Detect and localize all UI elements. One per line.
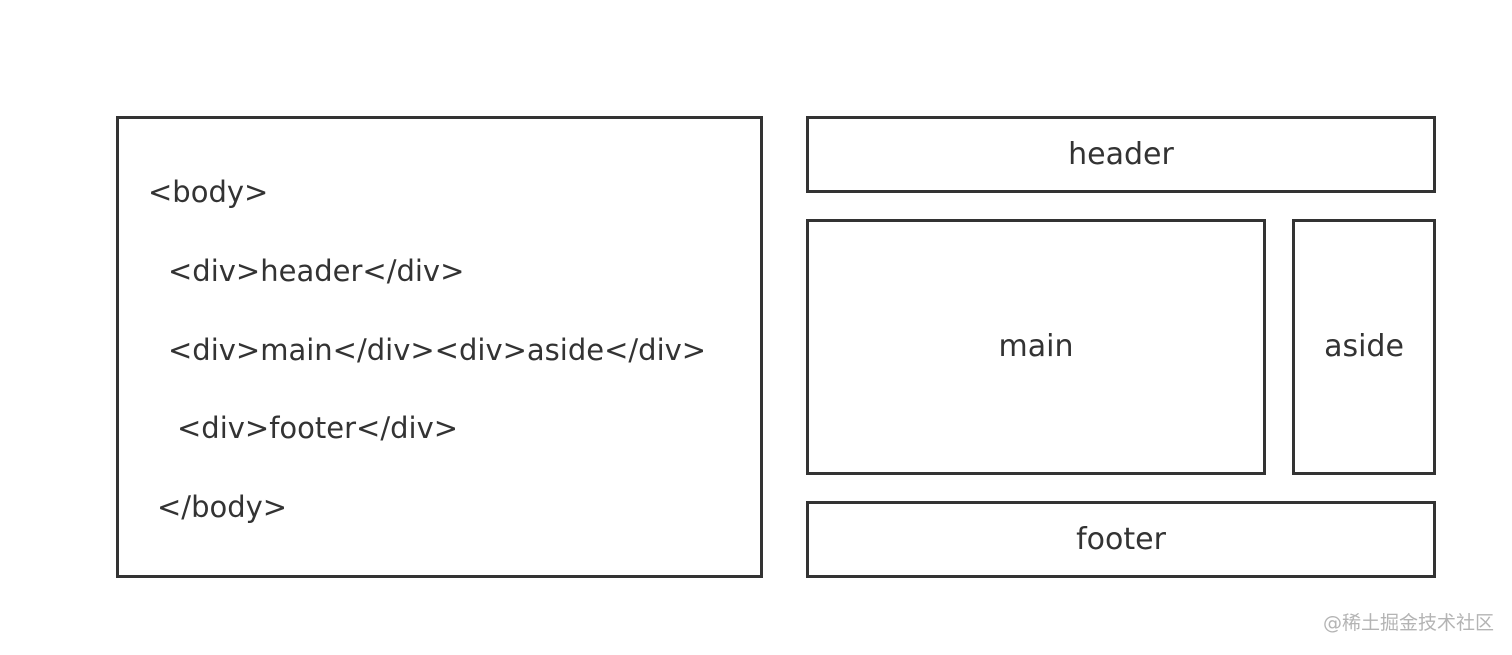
layout-header-box: header: [806, 116, 1436, 193]
code-line-main-aside: <div>main</div><div>aside</div>: [168, 333, 707, 367]
code-line-body-close: </body>: [157, 490, 288, 524]
layout-footer-box: footer: [806, 501, 1436, 578]
layout-main-label: main: [998, 329, 1074, 364]
layout-footer-label: footer: [1076, 521, 1166, 557]
layout-header-label: header: [1068, 136, 1174, 172]
code-line-footer: <div>footer</div>: [177, 411, 459, 445]
code-panel: <body> <div>header</div> <div>main</div>…: [116, 116, 763, 578]
layout-aside-label: aside: [1324, 329, 1404, 364]
code-line-header: <div>header</div>: [168, 254, 465, 288]
layout-main-box: main: [806, 219, 1266, 475]
layout-aside-box: aside: [1292, 219, 1436, 475]
code-line-body-open: <body>: [148, 175, 269, 209]
watermark-text: @稀土掘金技术社区: [1322, 612, 1494, 634]
